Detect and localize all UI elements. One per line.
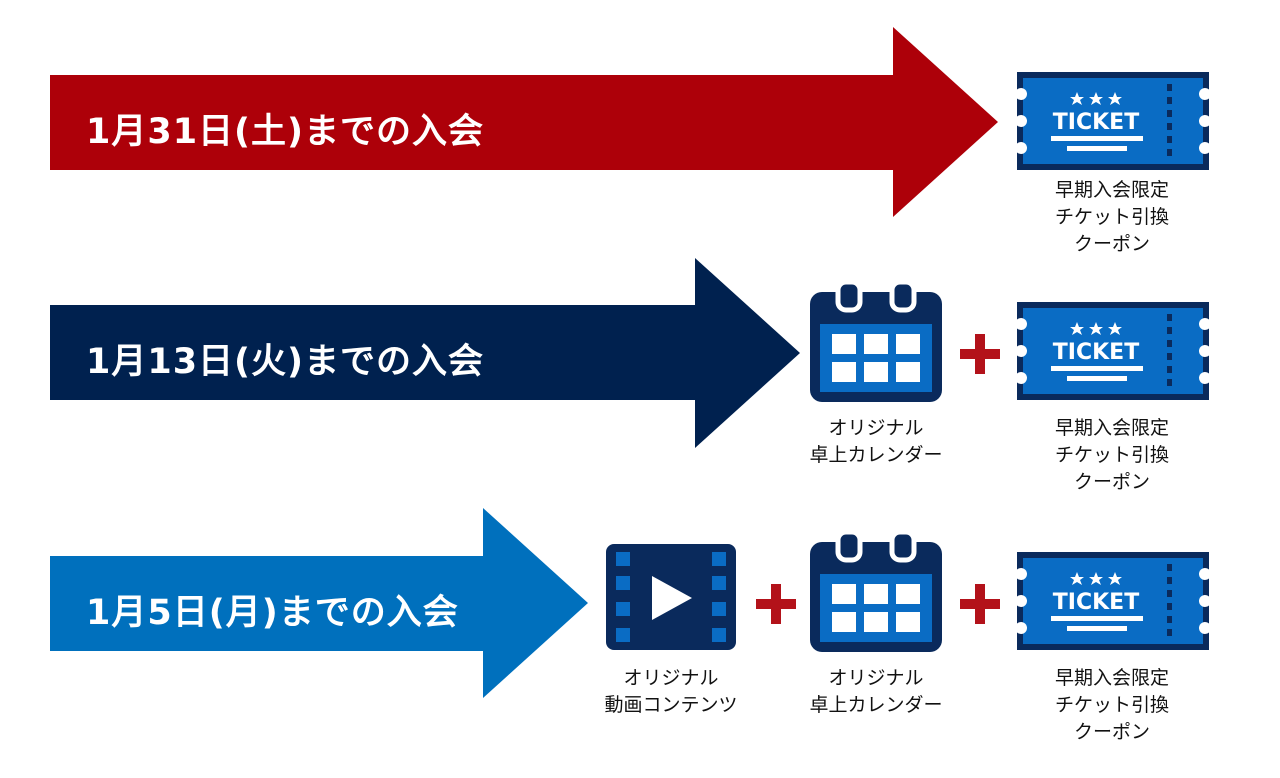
ticket-icon: TICKET — [1015, 72, 1211, 170]
plus-icon — [960, 334, 1000, 374]
arrow-shape-row-1 — [50, 27, 998, 217]
calendar-caption: オリジナル 卓上カレンダー — [809, 667, 943, 716]
calendar-icon — [810, 529, 942, 652]
ticket-icon: TICKET — [1015, 552, 1211, 650]
ticket-caption: 早期入会限定 チケット引換 クーポン — [1054, 417, 1169, 493]
svg-text:TICKET: TICKET — [1053, 110, 1139, 135]
arrow-shape-row-2 — [50, 258, 800, 448]
ticket-caption: 早期入会限定 チケット引換 クーポン — [1054, 667, 1169, 743]
video-caption: オリジナル 動画コンテンツ — [604, 667, 738, 716]
svg-text:TICKET: TICKET — [1053, 590, 1139, 615]
arrow-label-row-3: 1月5日(月)までの入会 — [86, 593, 459, 633]
arrow-row-3: 1月5日(月)までの入会 — [50, 508, 590, 698]
svg-text:TICKET: TICKET — [1053, 340, 1139, 365]
plus-icon — [960, 584, 1000, 624]
ticket-caption: 早期入会限定 チケット引換 クーポン — [1054, 179, 1169, 255]
arrow-shape-row-3 — [50, 508, 588, 698]
calendar-icon — [810, 279, 942, 402]
arrow-row-2: 1月13日(火)までの入会 — [50, 258, 800, 448]
video-icon — [606, 544, 736, 650]
calendar-caption: オリジナル 卓上カレンダー — [809, 417, 943, 466]
arrow-row-1: 1月31日(土)までの入会 — [50, 27, 1000, 217]
plus-icon — [756, 584, 796, 624]
arrow-label-row-2: 1月13日(火)までの入会 — [86, 342, 485, 382]
ticket-icon: TICKET — [1015, 302, 1211, 400]
arrow-label-row-1: 1月31日(土)までの入会 — [86, 112, 485, 152]
